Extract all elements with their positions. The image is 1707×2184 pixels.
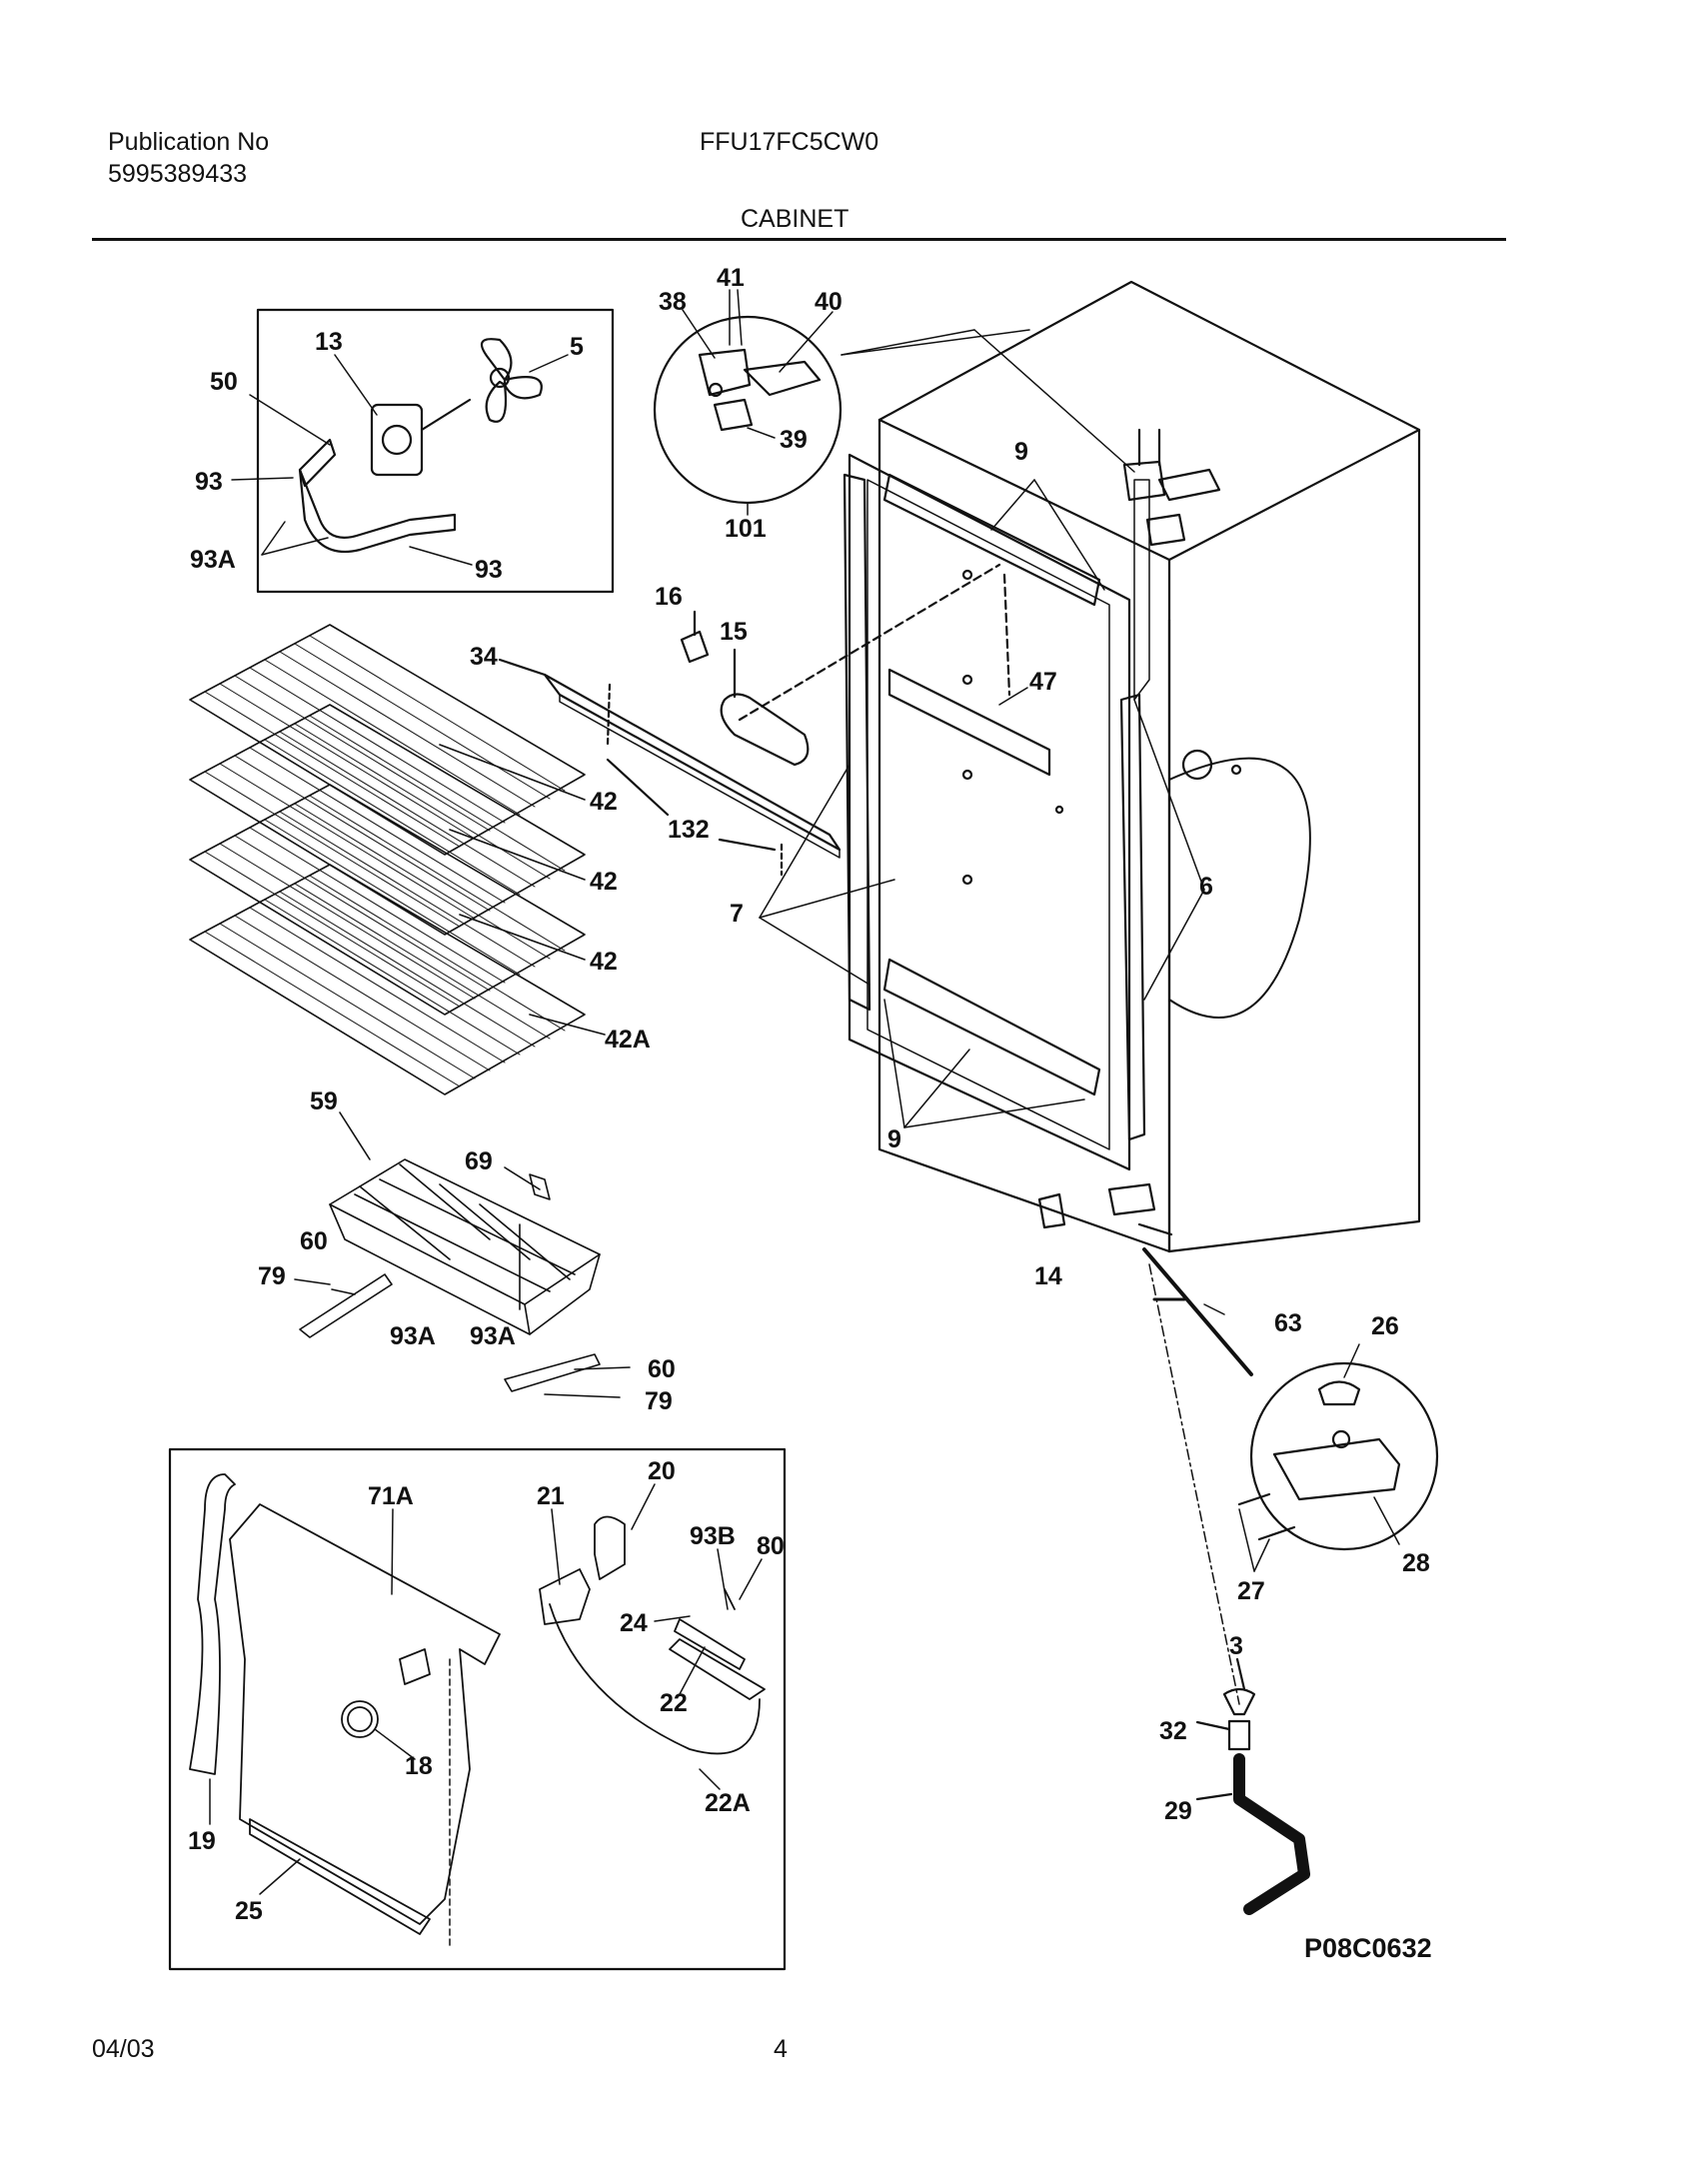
callout-26: 26 (1371, 1312, 1399, 1340)
wire-shelves (189, 624, 606, 1095)
callout-42-1: 42 (590, 788, 618, 816)
callout-93B: 93B (690, 1522, 736, 1550)
callout-20: 20 (648, 1457, 676, 1485)
callout-19: 19 (188, 1827, 216, 1855)
top-hinge-assembly (698, 348, 822, 432)
callout-79-right: 79 (645, 1387, 673, 1415)
callout-79-left: 79 (258, 1262, 286, 1290)
header-rule (92, 238, 1506, 241)
diagram-reference-code: P08C0632 (1304, 1933, 1432, 1963)
callout-60-left: 60 (300, 1227, 328, 1255)
callout-28: 28 (1402, 1549, 1430, 1577)
callout-6: 6 (1199, 873, 1213, 901)
callout-7: 7 (730, 900, 744, 928)
cabinet-top-hinge (1122, 428, 1221, 547)
callout-71A: 71A (368, 1482, 414, 1510)
publication-number: 5995389433 (108, 160, 248, 188)
fan-inset-leaders (231, 354, 569, 566)
callout-15: 15 (720, 618, 748, 646)
callout-47: 47 (1029, 668, 1057, 696)
callout-63: 63 (1274, 1309, 1302, 1337)
callout-29: 29 (1164, 1797, 1192, 1825)
publication-label: Publication No (108, 128, 270, 156)
callout-32: 32 (1159, 1717, 1187, 1745)
callout-93A-right: 93A (470, 1322, 516, 1350)
callout-93-lower: 93 (475, 556, 503, 584)
callout-40: 40 (815, 288, 843, 316)
callout-18: 18 (405, 1752, 433, 1780)
callout-34: 34 (470, 643, 498, 671)
air-duct-cover (498, 563, 1011, 877)
callout-69: 69 (465, 1147, 493, 1175)
callout-27: 27 (1237, 1577, 1265, 1605)
freezer-cabinet (843, 280, 1421, 1253)
callout-9-bottom: 9 (887, 1125, 901, 1153)
callout-93A-fan: 93A (190, 546, 236, 574)
drain-assembly (1137, 1222, 1310, 1915)
callout-50: 50 (210, 368, 238, 396)
callout-42-3: 42 (590, 948, 618, 976)
fan-motor-inset-box (256, 308, 615, 594)
bottom-hinge-assembly (1237, 1380, 1401, 1541)
base-grille-parts (189, 1473, 766, 1935)
footer-date: 04/03 (92, 2035, 155, 2063)
callout-39: 39 (780, 426, 808, 454)
fan-motor-assembly (298, 338, 543, 554)
callout-9-top: 9 (1014, 438, 1028, 466)
callout-21: 21 (537, 1482, 565, 1510)
callout-80: 80 (757, 1532, 785, 1560)
cabinet-bottom-hinge (1037, 1182, 1156, 1229)
bottom-hinge-inset-circle (1249, 1361, 1439, 1551)
callout-60-right: 60 (648, 1355, 676, 1383)
callout-59: 59 (310, 1088, 338, 1115)
callout-16: 16 (655, 583, 683, 611)
callout-132: 132 (668, 816, 710, 844)
callout-14: 14 (1034, 1262, 1062, 1290)
callout-labels: 41 38 40 39 101 13 5 50 93 93 93A 9 16 1… (188, 264, 1432, 1963)
callout-38: 38 (659, 288, 687, 316)
model-number: FFU17FC5CW0 (700, 128, 879, 156)
callout-13: 13 (315, 328, 343, 356)
callout-22A: 22A (705, 1789, 751, 1817)
base-parts-inset-box (168, 1447, 787, 1971)
section-title: CABINET (741, 205, 850, 233)
callout-5: 5 (570, 333, 584, 361)
callout-42-2: 42 (590, 868, 618, 896)
callout-42A: 42A (605, 1026, 651, 1054)
callout-3: 3 (1229, 1632, 1243, 1660)
callout-93-upper: 93 (195, 468, 223, 496)
callout-101: 101 (725, 515, 767, 543)
callout-24: 24 (620, 1609, 648, 1637)
callout-25: 25 (235, 1897, 263, 1925)
page-number: 4 (774, 2035, 788, 2063)
callout-22: 22 (660, 1689, 688, 1717)
callout-93A-left: 93A (390, 1322, 436, 1350)
callout-41: 41 (717, 264, 745, 292)
freezer-basket (294, 1111, 631, 1398)
